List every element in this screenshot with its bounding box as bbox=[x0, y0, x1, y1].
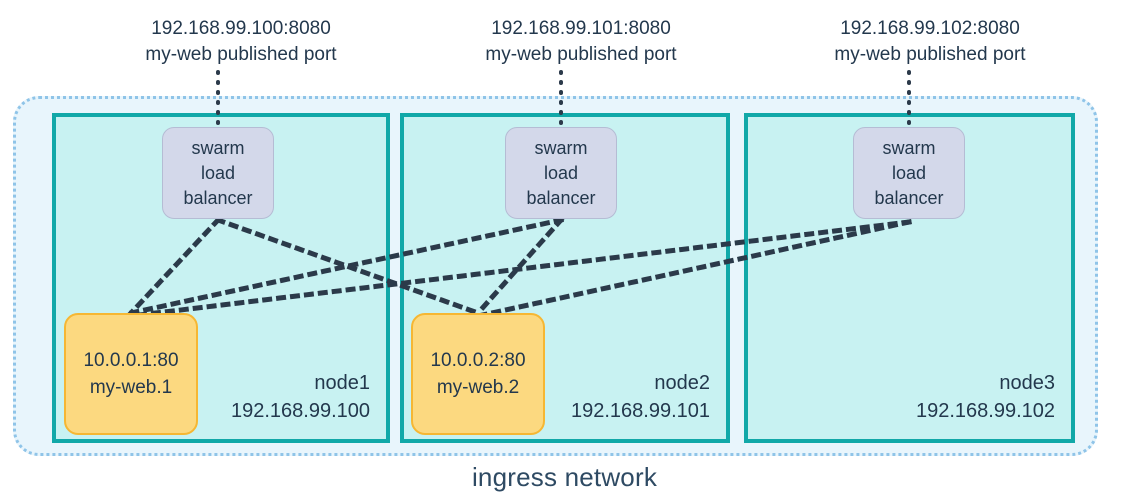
lb-line-1: swarm bbox=[882, 137, 936, 158]
lb-line-3: balancer bbox=[526, 187, 596, 208]
lb-line-3: balancer bbox=[874, 187, 944, 208]
published-port-address-node3: 192.168.99.102:8080 bbox=[840, 18, 1020, 39]
service-task-my-web-2: 10.0.0.2:80 my-web.2 bbox=[411, 313, 545, 435]
published-port-description-node2: my-web published port bbox=[485, 44, 677, 65]
lb-line-3: balancer bbox=[183, 187, 253, 208]
published-port-address-node2: 192.168.99.101:8080 bbox=[491, 18, 671, 39]
published-port-address-node1: 192.168.99.100:8080 bbox=[151, 18, 331, 39]
node-caption-node1: node1 192.168.99.100 bbox=[231, 369, 370, 425]
task-name-1: my-web.1 bbox=[89, 377, 173, 398]
node-ip-node1: 192.168.99.100 bbox=[230, 400, 370, 422]
task-address-2: 10.0.0.2:80 bbox=[430, 350, 526, 371]
task-name-2: my-web.2 bbox=[436, 377, 520, 398]
published-port-label-node2: 192.168.99.101:8080 my-web published por… bbox=[466, 16, 696, 68]
node-caption-node2: node2 192.168.99.101 bbox=[571, 369, 710, 425]
lb-line-2: load bbox=[543, 162, 579, 183]
node-caption-node3: node3 192.168.99.102 bbox=[916, 369, 1055, 425]
service-task-my-web-1: 10.0.0.1:80 my-web.1 bbox=[64, 313, 198, 435]
swarm-load-balancer-node2: swarm load balancer bbox=[505, 127, 617, 219]
swarm-load-balancer-node3: swarm load balancer bbox=[853, 127, 965, 219]
node-ip-node3: 192.168.99.102 bbox=[915, 400, 1055, 422]
node-name-node3: node3 bbox=[999, 372, 1055, 394]
lb-line-2: load bbox=[200, 162, 236, 183]
lb-line-1: swarm bbox=[191, 137, 245, 158]
ingress-network-label: ingress network bbox=[471, 462, 658, 492]
node-ip-node2: 192.168.99.101 bbox=[570, 400, 710, 422]
node-name-node1: node1 bbox=[314, 372, 370, 394]
published-port-label-node1: 192.168.99.100:8080 my-web published por… bbox=[126, 16, 356, 68]
swarm-load-balancer-node1: swarm load balancer bbox=[162, 127, 274, 219]
published-port-description-node1: my-web published port bbox=[145, 44, 337, 65]
lb-line-1: swarm bbox=[534, 137, 588, 158]
task-address-1: 10.0.0.1:80 bbox=[83, 350, 179, 371]
node-name-node2: node2 bbox=[654, 372, 710, 394]
published-port-description-node3: my-web published port bbox=[834, 44, 1026, 65]
lb-line-2: load bbox=[891, 162, 927, 183]
published-port-label-node3: 192.168.99.102:8080 my-web published por… bbox=[815, 16, 1045, 68]
